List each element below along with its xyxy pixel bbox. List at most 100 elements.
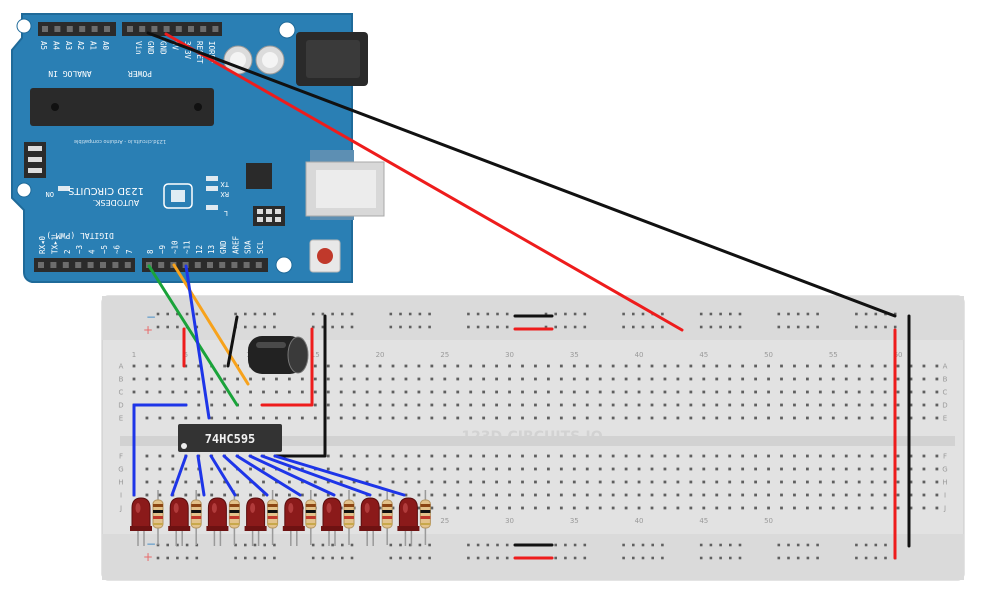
rail-hole [505, 556, 509, 560]
analog-pin-label: A0 [101, 41, 110, 51]
breadboard-hole [818, 416, 822, 420]
product-name: 123D CIRCUITS [68, 185, 144, 196]
breadboard-hole [184, 390, 188, 394]
rail-hole [729, 312, 732, 316]
breadboard-hole [715, 403, 719, 407]
analog-in-label: ANALOG IN [48, 69, 92, 78]
column-number: 40 [635, 517, 644, 525]
breadboard-hole [378, 454, 382, 458]
row-letter: B [943, 376, 948, 384]
breadboard-hole [728, 454, 732, 458]
breadboard-hole [249, 377, 252, 381]
breadboard-hole [275, 493, 278, 497]
rail-hole [321, 325, 325, 329]
breadboard-hole [702, 454, 706, 458]
breadboard-hole [598, 454, 602, 458]
breadboard-hole [365, 467, 369, 471]
breadboard-hole [443, 467, 447, 471]
breadboard-hole [767, 493, 770, 497]
rail-hole [874, 556, 878, 560]
column-number: 45 [699, 517, 708, 525]
breadboard-hole [585, 480, 589, 484]
rail-hole [699, 543, 703, 547]
rail-hole [622, 312, 625, 316]
breadboard-hole [313, 493, 317, 497]
resistors [152, 490, 431, 545]
breadboard-hole [922, 467, 926, 471]
breadboard-hole [547, 480, 550, 484]
breadboard-hole [521, 377, 524, 381]
header-pin [207, 262, 213, 268]
breadboard-hole [780, 403, 783, 407]
rail-hole [777, 312, 781, 316]
rail-hole [738, 556, 742, 560]
breadboard-hole [508, 480, 511, 484]
breadboard-hole [857, 403, 861, 407]
rail-hole [389, 325, 393, 329]
breadboard-hole [378, 403, 382, 407]
breadboard-hole [469, 493, 473, 497]
breadboard-hole [469, 454, 473, 458]
breadboard-hole [456, 480, 460, 484]
breadboard-hole [339, 377, 343, 381]
breadboard-hole [482, 416, 486, 420]
breadboard-hole [417, 454, 421, 458]
breadboard-hole [831, 364, 835, 368]
breadboard-hole [598, 403, 602, 407]
digital-pin-label: 12 [195, 245, 204, 254]
rail-hole [263, 543, 266, 547]
breadboard-hole [650, 403, 654, 407]
rail-hole [855, 312, 858, 316]
breadboard-hole [663, 454, 667, 458]
breadboard-hole [780, 493, 783, 497]
breadboard-hole [210, 467, 214, 471]
rail-hole [787, 325, 790, 329]
breadboard-hole [870, 506, 874, 510]
breadboard-hole [430, 377, 434, 381]
breadboard-hole [818, 493, 822, 497]
row-letter: I [944, 492, 946, 500]
breadboard-hole [754, 364, 757, 368]
breadboard-hole [728, 506, 732, 510]
breadboard-hole [611, 416, 615, 420]
breadboard-hole [223, 467, 227, 471]
breadboard-hole [197, 416, 201, 420]
rail-hole [583, 556, 587, 560]
breadboard-hole [793, 403, 796, 407]
breadboard-hole [650, 390, 654, 394]
breadboard-hole [922, 416, 926, 420]
breadboard-hole [378, 416, 382, 420]
breadboard-hole [417, 364, 421, 368]
breadboard-hole [676, 416, 680, 420]
rail-hole [486, 556, 490, 560]
breadboard-hole [443, 454, 447, 458]
breadboard-hole [352, 416, 356, 420]
wires [132, 31, 911, 560]
breadboard-hole [184, 416, 188, 420]
breadboard-hole [313, 403, 317, 407]
rail-hole [263, 312, 266, 316]
breadboard-hole [585, 403, 589, 407]
breadboard-hole [663, 480, 667, 484]
rail-hole [554, 325, 557, 329]
breadboard-hole [275, 377, 278, 381]
row-letter: F [943, 453, 947, 461]
breadboard-hole [326, 377, 330, 381]
breadboard-hole [728, 480, 732, 484]
rail-hole [554, 556, 557, 560]
breadboard-hole [547, 403, 550, 407]
breadboard-hole [404, 454, 408, 458]
breadboard-hole [650, 454, 654, 458]
breadboard-hole [352, 454, 356, 458]
rail-hole [496, 543, 499, 547]
analog-header [38, 22, 116, 36]
row-letter: D [942, 402, 947, 410]
rail-hole [331, 312, 334, 316]
breadboard-hole [326, 403, 330, 407]
breadboard-hole [883, 390, 887, 394]
breadboard-hole [844, 390, 848, 394]
breadboard-hole [767, 377, 770, 381]
row-letter: J [943, 505, 946, 513]
breadboard-hole [689, 416, 693, 420]
breadboard-hole [404, 467, 408, 471]
